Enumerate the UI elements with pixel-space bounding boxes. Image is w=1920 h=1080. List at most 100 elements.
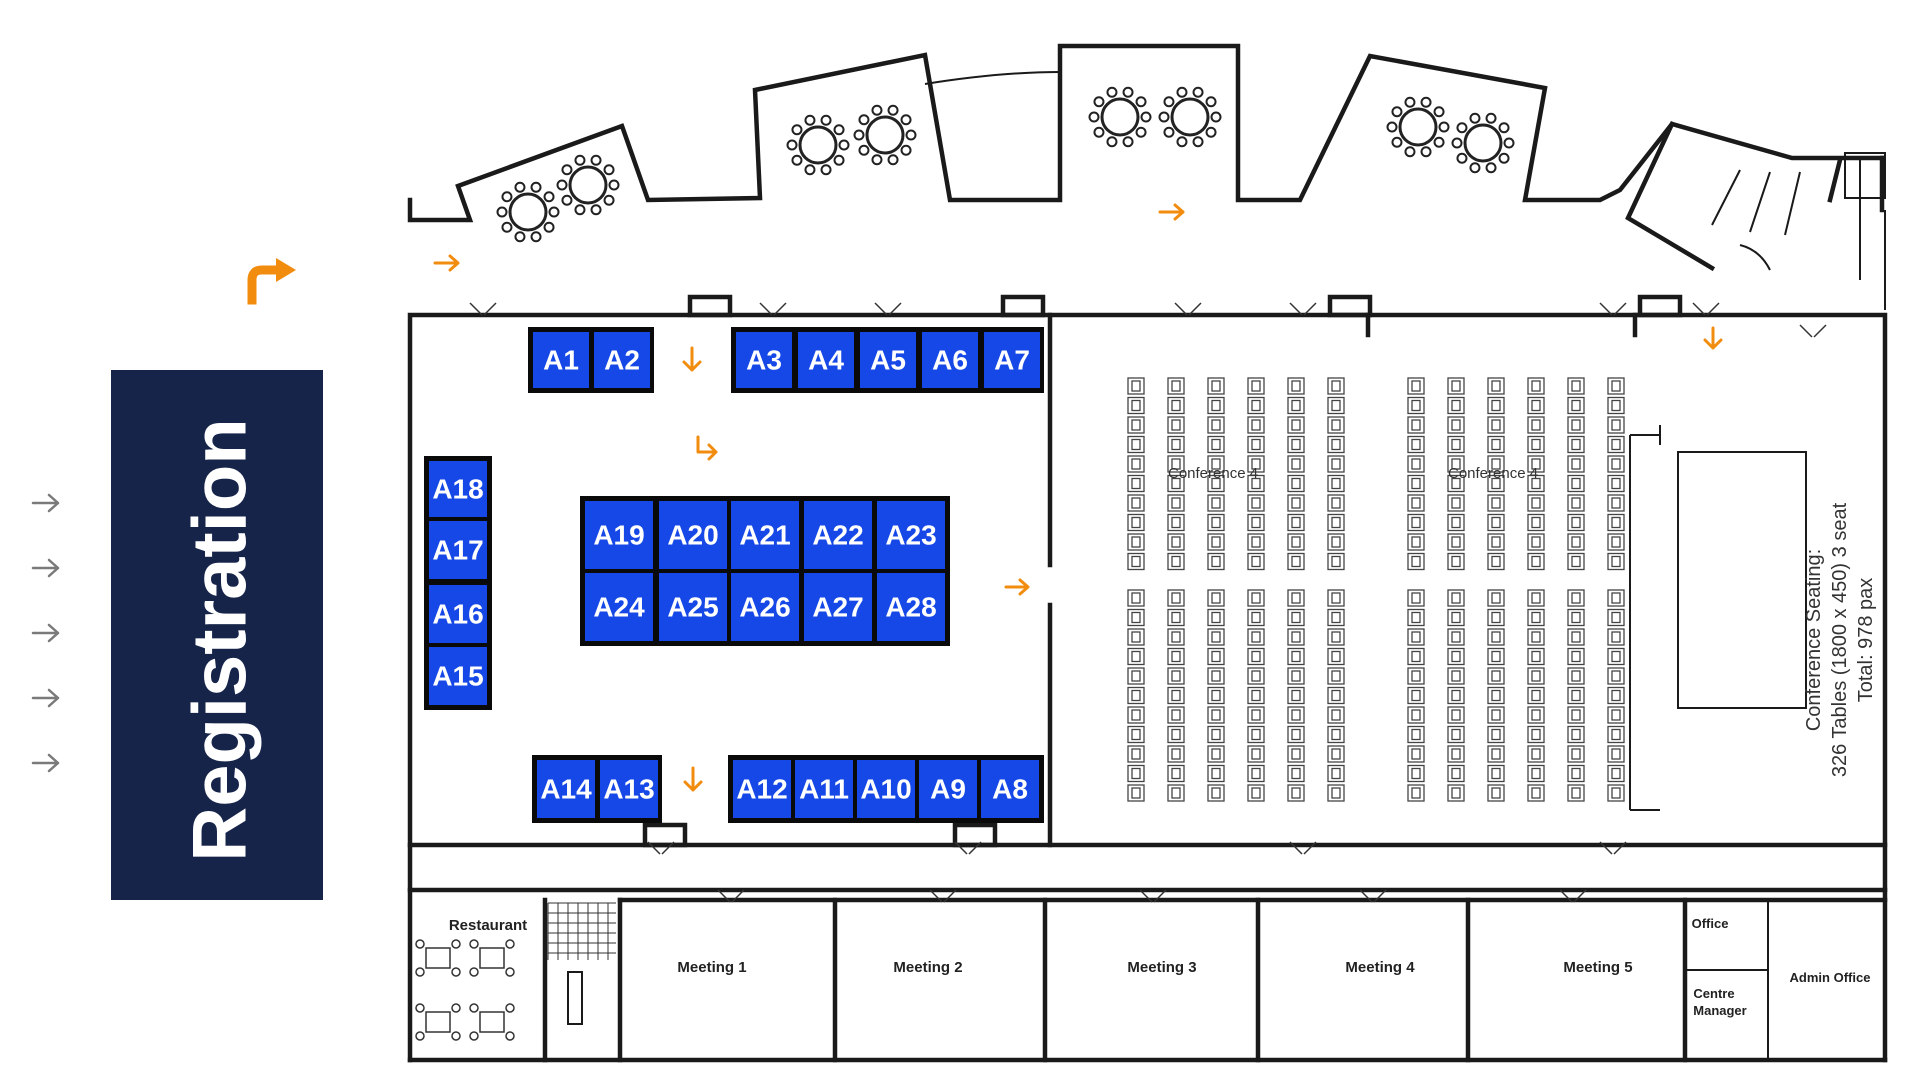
door-icon	[1289, 841, 1317, 855]
door-icon	[759, 302, 787, 316]
restaurant-tables	[415, 939, 515, 1041]
booth-a22[interactable]: A22	[802, 499, 874, 571]
seating-info-line: Total: 978 pax	[1855, 578, 1877, 703]
booth-a25[interactable]: A25	[657, 571, 729, 643]
meeting-room-label: Meeting 1	[677, 959, 746, 976]
registration-label: Registration	[178, 418, 263, 861]
booth-a7[interactable]: A7	[982, 330, 1042, 390]
door-icon	[1692, 302, 1720, 316]
main-hall	[407, 294, 1888, 1063]
door-icon	[929, 889, 957, 903]
seating-row	[1567, 377, 1585, 802]
booth-a27[interactable]: A27	[802, 571, 874, 643]
door-icon	[954, 841, 982, 855]
door-icon	[1799, 324, 1827, 338]
booth-label: A12	[736, 774, 787, 805]
booth-label: A23	[885, 520, 936, 551]
arrow-right-icon	[433, 254, 460, 272]
flow-arrows	[433, 203, 1723, 792]
booth-a13[interactable]: A13	[598, 758, 660, 820]
booth-label: A1	[543, 345, 579, 376]
seating-row	[1607, 377, 1625, 802]
turn-right-arrow-icon	[247, 258, 296, 305]
round-table	[1088, 86, 1152, 148]
booth-label: A20	[667, 520, 718, 551]
booth-a17[interactable]: A17	[427, 519, 489, 581]
seating-row	[1487, 377, 1505, 802]
booth-a23[interactable]: A23	[875, 499, 947, 571]
registration-panel[interactable]: Registration	[111, 370, 323, 900]
round-tables	[496, 86, 1515, 243]
booth-label: A6	[932, 345, 968, 376]
booth-a18[interactable]: A18	[427, 459, 489, 519]
booth-label: A28	[885, 592, 936, 623]
entry-arrow-icon	[31, 753, 60, 773]
seating-row	[1327, 377, 1345, 802]
booth-label: A10	[860, 774, 911, 805]
restaurant-table	[415, 939, 461, 977]
booth-a24[interactable]: A24	[583, 571, 655, 643]
door-icon	[1174, 302, 1202, 316]
round-table	[853, 104, 917, 166]
booth-label: A4	[808, 345, 844, 376]
door-icon	[1289, 302, 1317, 316]
booth-label: A5	[870, 345, 906, 376]
booth-a2[interactable]: A2	[592, 330, 652, 390]
booth-a15[interactable]: A15	[427, 645, 489, 707]
booth-a16[interactable]: A16	[427, 583, 489, 645]
booth-label: A2	[604, 345, 640, 376]
seating-row	[1127, 377, 1145, 802]
door-icon	[1359, 889, 1387, 903]
booth-a26[interactable]: A26	[729, 571, 801, 643]
door-icon	[1599, 302, 1627, 316]
booth-a5[interactable]: A5	[858, 330, 918, 390]
booth-label: A9	[930, 774, 966, 805]
booth-a20[interactable]: A20	[657, 499, 729, 571]
booth-a9[interactable]: A9	[917, 758, 979, 820]
booth-a14[interactable]: A14	[535, 758, 597, 820]
seating-info: Conference Seating: 326 Tables (1800 x 4…	[1803, 502, 1877, 777]
door-icon	[1599, 841, 1627, 855]
arrow-right-icon	[1158, 203, 1185, 221]
restaurant-table	[469, 939, 515, 977]
round-table	[1451, 112, 1515, 174]
booth-a28[interactable]: A28	[875, 571, 947, 643]
door-icon	[874, 302, 902, 316]
meeting-room-label: Meeting 3	[1127, 959, 1196, 976]
arrow-down-icon	[683, 766, 703, 792]
meeting-room-label: Meeting 4	[1345, 959, 1415, 976]
booth-a21[interactable]: A21	[729, 499, 801, 571]
entry-arrow-icon	[31, 493, 60, 513]
booth-a11[interactable]: A11	[793, 758, 855, 820]
entry-arrows	[31, 493, 60, 773]
admin-office-label: Admin Office	[1790, 970, 1871, 985]
arrow-right-icon	[1004, 578, 1030, 596]
booth-a19[interactable]: A19	[583, 499, 655, 571]
seating-row	[1247, 377, 1265, 802]
booth-a10[interactable]: A10	[855, 758, 917, 820]
booth-label: A16	[432, 599, 483, 630]
entry-arrow-icon	[31, 558, 60, 578]
booth-a6[interactable]: A6	[920, 330, 980, 390]
booth-a1[interactable]: A1	[531, 330, 591, 390]
registration-box	[111, 370, 323, 900]
restaurant-table	[415, 1003, 461, 1041]
booth-label: A21	[739, 520, 790, 551]
booth-a12[interactable]: A12	[731, 758, 793, 820]
restaurant-table	[469, 1003, 515, 1041]
seating-row	[1447, 377, 1465, 802]
booth-label: A17	[432, 535, 483, 566]
door-icon	[1139, 889, 1167, 903]
booth-a4[interactable]: A4	[796, 330, 856, 390]
seating-row	[1527, 377, 1545, 802]
booth-a8[interactable]: A8	[979, 758, 1041, 820]
conference-hall-label: Conference 4	[1168, 465, 1258, 482]
booth-a3[interactable]: A3	[734, 330, 794, 390]
booth-label: A13	[603, 774, 654, 805]
booth-label: A18	[432, 474, 483, 505]
booth-label: A22	[812, 520, 863, 551]
arrow-down-icon	[682, 346, 702, 372]
conference-hall-label: Conference 4	[1448, 465, 1538, 482]
